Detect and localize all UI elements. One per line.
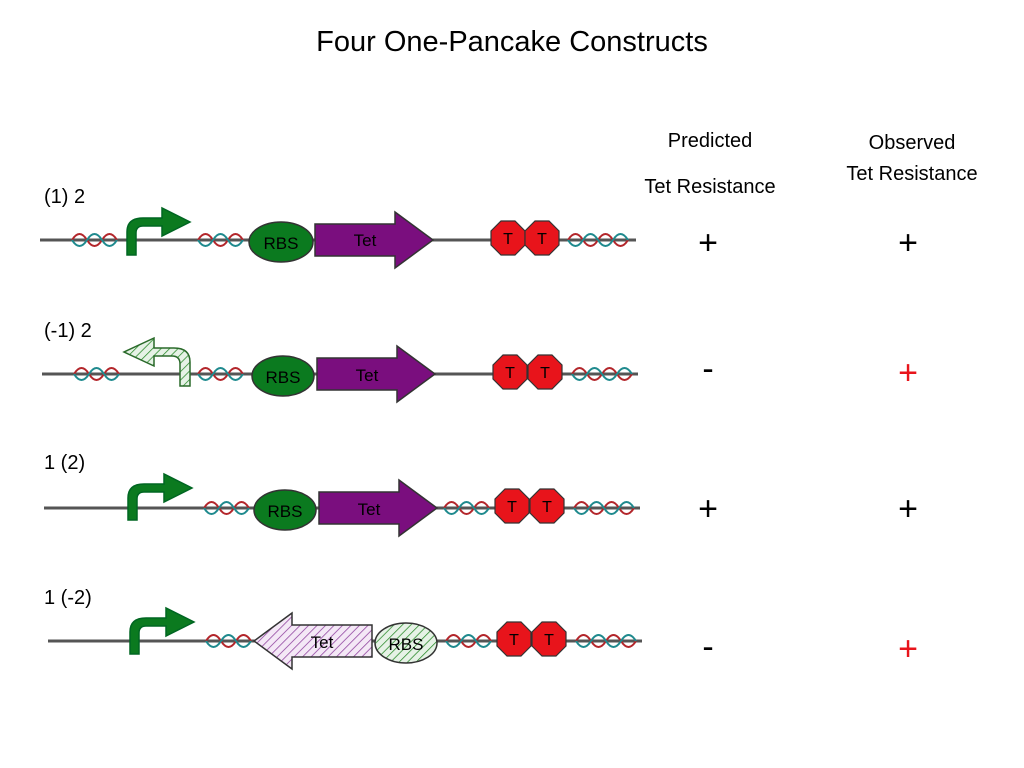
dna-helix <box>197 233 244 247</box>
promoter-arrow-icon <box>126 206 192 256</box>
observed-result: + <box>898 630 918 668</box>
predicted-result: - <box>702 350 714 388</box>
rbs-label: RBS <box>389 635 424 654</box>
construct-4: Tet RBS T T <box>48 606 642 671</box>
dna-helix <box>443 501 490 515</box>
terminator-label: T <box>537 231 547 248</box>
terminator-label: T <box>540 365 550 382</box>
tet-gene: Tet <box>314 210 435 270</box>
page-title: Four One-Pancake Constructs <box>316 26 708 58</box>
terminator-label: T <box>505 365 515 382</box>
construct-label: 1 (2) <box>44 452 86 474</box>
terminator-label: T <box>542 499 552 516</box>
terminator-label: T <box>507 499 517 516</box>
predicted-result: + <box>698 490 718 528</box>
rbs-label: RBS <box>264 234 299 253</box>
observed-result: + <box>898 224 918 262</box>
rbs: RBS <box>253 489 317 531</box>
terminator: T <box>490 220 526 256</box>
observed-result: + <box>898 354 918 392</box>
rbs-label: RBS <box>266 368 301 387</box>
construct-1: RBS Tet T T <box>40 206 636 270</box>
tet-gene: Tet <box>316 344 437 404</box>
reverse-promoter-arrow-icon <box>122 336 191 387</box>
tet-label: Tet <box>311 633 334 652</box>
dna-helix <box>73 367 120 381</box>
predicted-result: - <box>702 628 714 666</box>
dna-helix <box>445 634 492 648</box>
construct-label: (1) 2 <box>44 186 86 208</box>
construct-3: RBS Tet T T <box>44 472 640 538</box>
dna-helix <box>71 233 118 247</box>
tet-label: Tet <box>358 500 381 519</box>
terminator: T <box>492 354 528 390</box>
dna-helix <box>573 501 635 515</box>
predicted-result: + <box>698 224 718 262</box>
rbs: RBS <box>251 355 315 397</box>
observed-header: Observed <box>868 132 956 154</box>
promoter-arrow-icon <box>127 472 194 521</box>
tet-gene: Tet <box>318 478 439 538</box>
predicted-header: Predicted <box>667 130 753 152</box>
terminator-label: T <box>503 231 513 248</box>
construct-label: (-1) 2 <box>44 320 92 342</box>
rbs-label: RBS <box>268 502 303 521</box>
terminator: T <box>494 488 530 524</box>
observed-result: + <box>898 490 918 528</box>
reverse-tet-gene: Tet <box>252 611 373 671</box>
dna-helix <box>197 367 244 381</box>
dna-helix <box>571 367 633 381</box>
tet-label: Tet <box>356 366 379 385</box>
promoter-arrow-icon <box>129 606 196 655</box>
terminator-label: T <box>544 632 554 649</box>
terminator: T <box>524 220 560 256</box>
observed-header-sub: Tet Resistance <box>846 163 978 185</box>
dna-helix <box>205 634 252 648</box>
dna-helix <box>575 634 637 648</box>
terminator: T <box>529 488 565 524</box>
dna-helix <box>567 233 629 247</box>
reverse-rbs: RBS <box>374 622 438 664</box>
tet-label: Tet <box>354 231 377 250</box>
terminator: T <box>527 354 563 390</box>
rbs: RBS <box>248 221 314 263</box>
terminator: T <box>531 621 567 657</box>
construct-label: 1 (-2) <box>44 587 92 609</box>
construct-2: RBS Tet T T <box>42 336 638 404</box>
terminator-label: T <box>509 632 519 649</box>
terminator: T <box>496 621 532 657</box>
predicted-header-sub: Tet Resistance <box>644 176 776 198</box>
dna-helix <box>203 501 250 515</box>
